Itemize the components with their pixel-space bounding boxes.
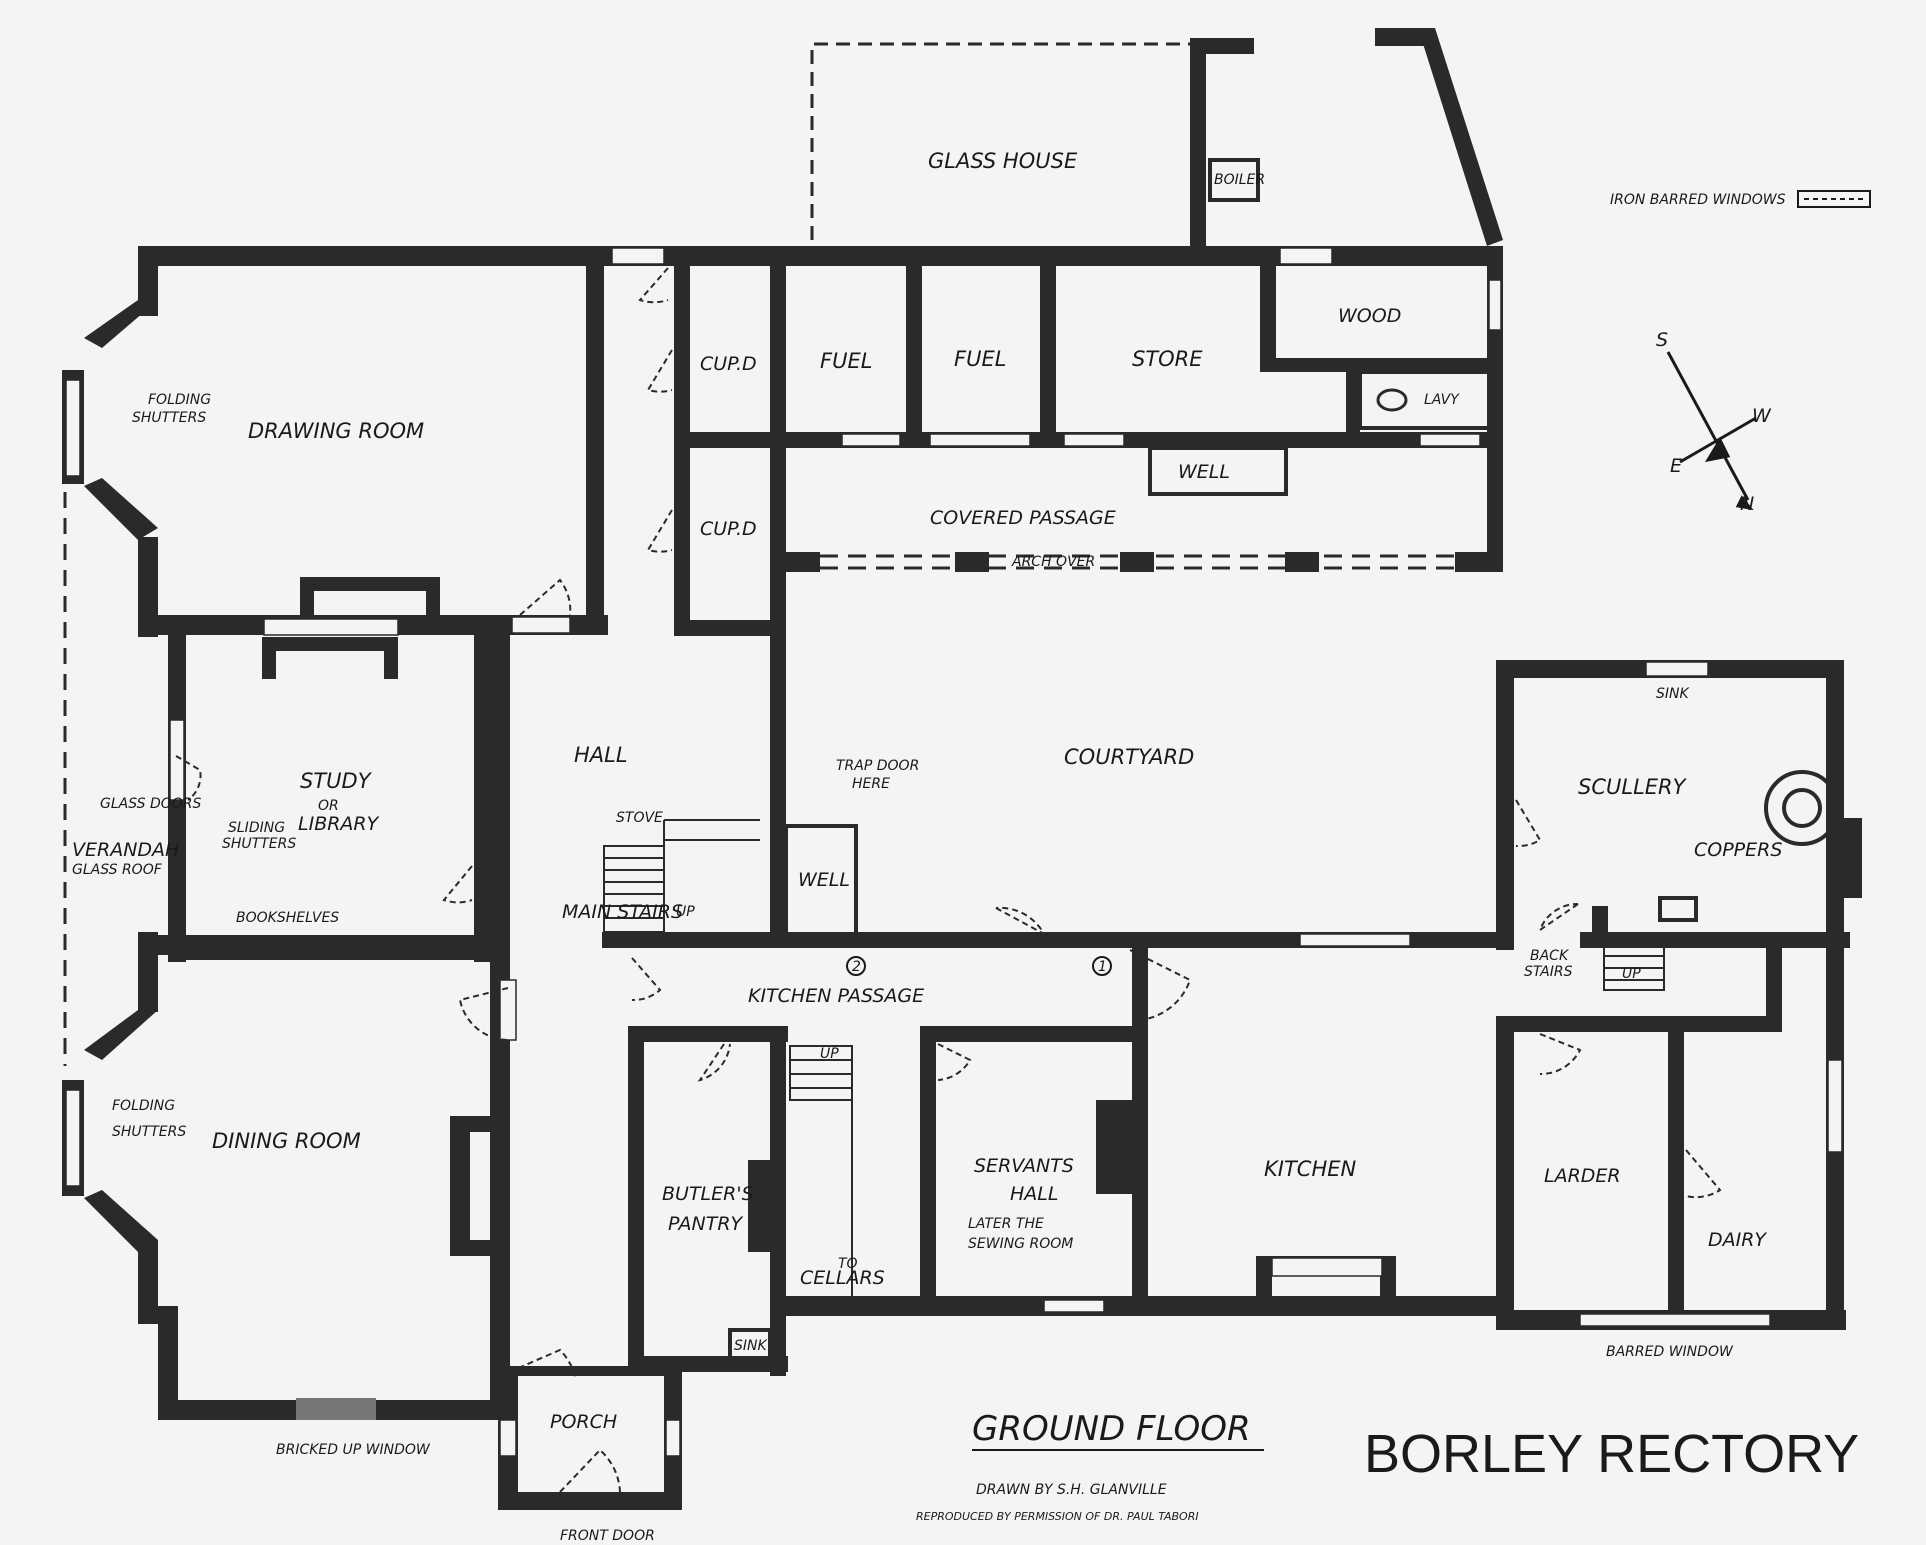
covered-passage-dashes [820, 554, 1455, 570]
label-butlers-1: BUTLER'S [662, 1183, 754, 1205]
label-back-stairs-2: STAIRS [1524, 964, 1573, 980]
windows [169, 247, 1843, 1457]
label-covered-passage: COVERED PASSAGE [930, 507, 1116, 529]
legend-swatch [1797, 190, 1871, 208]
marker-2: 2 [852, 959, 861, 975]
label-sliding-2: SHUTTERS [222, 836, 296, 852]
plan-credit: DRAWN BY S.H. GLANVILLE [976, 1482, 1167, 1498]
label-dining-room: DINING ROOM [212, 1129, 361, 1153]
label-courtyard: COURTYARD [1064, 745, 1194, 769]
label-servants-3: LATER THE [968, 1216, 1044, 1232]
label-butlers-2: PANTRY [668, 1213, 744, 1235]
room-labels: GLASS HOUSE BOILER WOOD LAVY CUP.D CUP.D… [72, 149, 1782, 1544]
label-fuel-2: FUEL [954, 347, 1006, 371]
label-scullery: SCULLERY [1578, 775, 1688, 799]
label-trap-door-2: HERE [852, 776, 890, 792]
label-trap-door-1: TRAP DOOR [836, 758, 919, 774]
label-sink-2: SINK [734, 1338, 768, 1354]
compass-e: E [1670, 455, 1682, 477]
label-up-3: UP [820, 1046, 839, 1062]
label-folding-1a: FOLDING [148, 392, 211, 408]
label-sliding-1: SLIDING [228, 820, 285, 836]
label-study-library: LIBRARY [298, 813, 380, 835]
label-store: STORE [1132, 347, 1203, 371]
label-up-1: UP [676, 904, 695, 920]
label-up-2: UP [1622, 966, 1641, 982]
label-to: TO [838, 1256, 858, 1272]
label-fuel-1: FUEL [820, 349, 872, 373]
label-front-door: FRONT DOOR [560, 1528, 655, 1544]
label-sink-1: SINK [1656, 686, 1690, 702]
plan-subtitle: GROUND FLOOR [972, 1409, 1251, 1449]
label-servants-4: SEWING ROOM [968, 1236, 1073, 1252]
plan-reproduced: REPRODUCED BY PERMISSION OF DR. PAUL TAB… [916, 1510, 1199, 1523]
label-kitchen-passage: KITCHEN PASSAGE [748, 985, 924, 1007]
door-markers [846, 956, 1112, 976]
label-bookshelves: BOOKSHELVES [236, 910, 339, 926]
label-verandah-2: GLASS ROOF [72, 862, 163, 878]
label-barred-window: BARRED WINDOW [1606, 1344, 1734, 1360]
marker-1: 1 [1098, 959, 1107, 975]
label-cupd-1: CUP.D [700, 353, 757, 375]
label-lavy: LAVY [1424, 392, 1460, 408]
legend-label: IRON BARRED WINDOWS [1610, 192, 1786, 208]
label-back-stairs-1: BACK [1530, 948, 1570, 964]
label-cellars: CELLARS [800, 1267, 885, 1289]
label-porch: PORCH [550, 1411, 617, 1433]
label-stove: STOVE [616, 810, 663, 826]
label-folding-1b: SHUTTERS [132, 410, 206, 426]
label-kitchen: KITCHEN [1264, 1157, 1357, 1181]
compass-s: S [1656, 329, 1668, 351]
label-cupd-2: CUP.D [700, 518, 757, 540]
label-drawing-room: DRAWING ROOM [248, 419, 424, 443]
label-verandah-1: VERANDAH [72, 839, 179, 861]
glass-house-outline [810, 42, 1198, 240]
label-wood: WOOD [1338, 305, 1401, 327]
door-swings [175, 267, 1722, 1493]
label-hall: HALL [574, 743, 628, 767]
cellar-stairs [789, 1045, 853, 1296]
label-glass-doors: GLASS DOORS [100, 796, 201, 812]
label-main-stairs: MAIN STAIRS [562, 901, 683, 923]
label-folding-2b: SHUTTERS [112, 1124, 186, 1140]
label-well-lower: WELL [798, 869, 850, 891]
label-study-or: OR [318, 798, 339, 814]
label-well-upper: WELL [1178, 461, 1230, 483]
plan-title: BORLEY RECTORY [1364, 1424, 1859, 1484]
compass-n: N [1740, 493, 1754, 515]
label-servants-1: SERVANTS [974, 1155, 1074, 1177]
label-boiler: BOILER [1214, 172, 1265, 188]
compass-w: W [1752, 405, 1772, 427]
label-folding-2a: FOLDING [112, 1098, 175, 1114]
label-servants-2: HALL [1010, 1183, 1058, 1205]
label-arch-over: ARCH OVER [1011, 554, 1095, 570]
label-coppers: COPPERS [1694, 839, 1782, 861]
back-stairs [1603, 943, 1665, 991]
label-glass-house: GLASS HOUSE [928, 149, 1078, 173]
bay-glazing [65, 379, 81, 1187]
main-stairs [603, 819, 760, 933]
label-bricked-up: BRICKED UP WINDOW [276, 1442, 431, 1458]
compass-rose [1666, 351, 1757, 511]
label-study: STUDY [300, 769, 373, 793]
label-dairy: DAIRY [1708, 1229, 1767, 1251]
label-larder: LARDER [1544, 1165, 1621, 1187]
